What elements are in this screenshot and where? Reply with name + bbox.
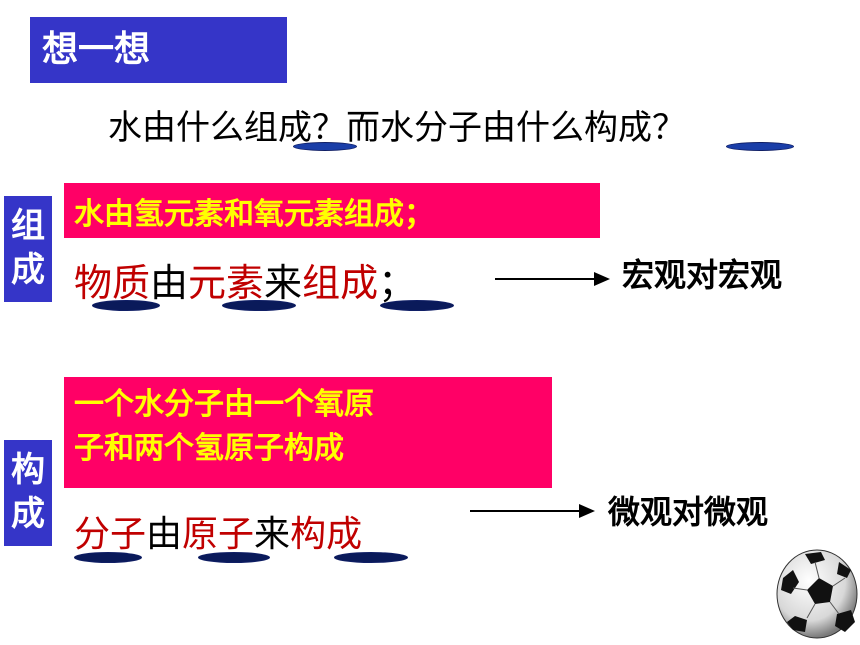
underline-ellipse bbox=[198, 552, 270, 563]
connector-text: 由 bbox=[146, 514, 183, 555]
structure-highlight: 一个水分子由一个氧原 子和两个氢原子构成 bbox=[64, 377, 552, 488]
key-term: 分子 bbox=[74, 514, 147, 555]
arrow-line bbox=[470, 510, 580, 512]
relation-micro: 微观对微观 bbox=[608, 493, 769, 531]
connector-text: 来 bbox=[264, 261, 303, 305]
side-label-char: 组 bbox=[11, 206, 45, 246]
question-text: 水由什么组成？而水分子由什么构成？ bbox=[108, 108, 686, 148]
side-label-char: 构 bbox=[11, 450, 45, 490]
structure-statement: 分子由原子来构成 bbox=[74, 505, 362, 557]
slide-title: 想一想 bbox=[30, 17, 287, 83]
side-label-structure: 构 成 bbox=[4, 440, 52, 546]
arrow-line bbox=[495, 278, 595, 280]
side-label-char: 成 bbox=[11, 250, 45, 290]
key-term: 元素 bbox=[188, 261, 265, 305]
connector-text: 由 bbox=[150, 261, 189, 305]
key-term: 构成 bbox=[290, 514, 363, 555]
composition-statement: 物质由元素来组成； bbox=[74, 252, 416, 307]
composition-highlight: 水由氢元素和氧元素组成； bbox=[64, 183, 600, 238]
side-label-composition: 组 成 bbox=[4, 196, 52, 302]
structure-highlight-line: 子和两个氢原子构成 bbox=[74, 431, 344, 466]
side-label-char: 成 bbox=[11, 494, 45, 534]
structure-highlight-line: 一个水分子由一个氧原 bbox=[74, 387, 374, 422]
arrow-head-icon bbox=[594, 272, 610, 286]
arrow-head-icon bbox=[579, 504, 595, 518]
soccer-ball-icon bbox=[776, 549, 858, 639]
underline-ellipse bbox=[74, 552, 142, 563]
connector-text: 来 bbox=[254, 514, 291, 555]
underline-ellipse bbox=[92, 300, 160, 311]
relation-macro: 宏观对宏观 bbox=[622, 256, 783, 294]
underline-ellipse bbox=[380, 300, 454, 311]
punctuation: ； bbox=[378, 261, 417, 305]
underline-ellipse bbox=[334, 552, 408, 563]
underline-ellipse bbox=[222, 300, 296, 311]
key-term: 原子 bbox=[182, 514, 255, 555]
underline-ellipse bbox=[726, 142, 794, 151]
underline-ellipse bbox=[293, 142, 357, 151]
key-term: 物质 bbox=[74, 261, 151, 305]
key-term: 组成 bbox=[302, 261, 379, 305]
